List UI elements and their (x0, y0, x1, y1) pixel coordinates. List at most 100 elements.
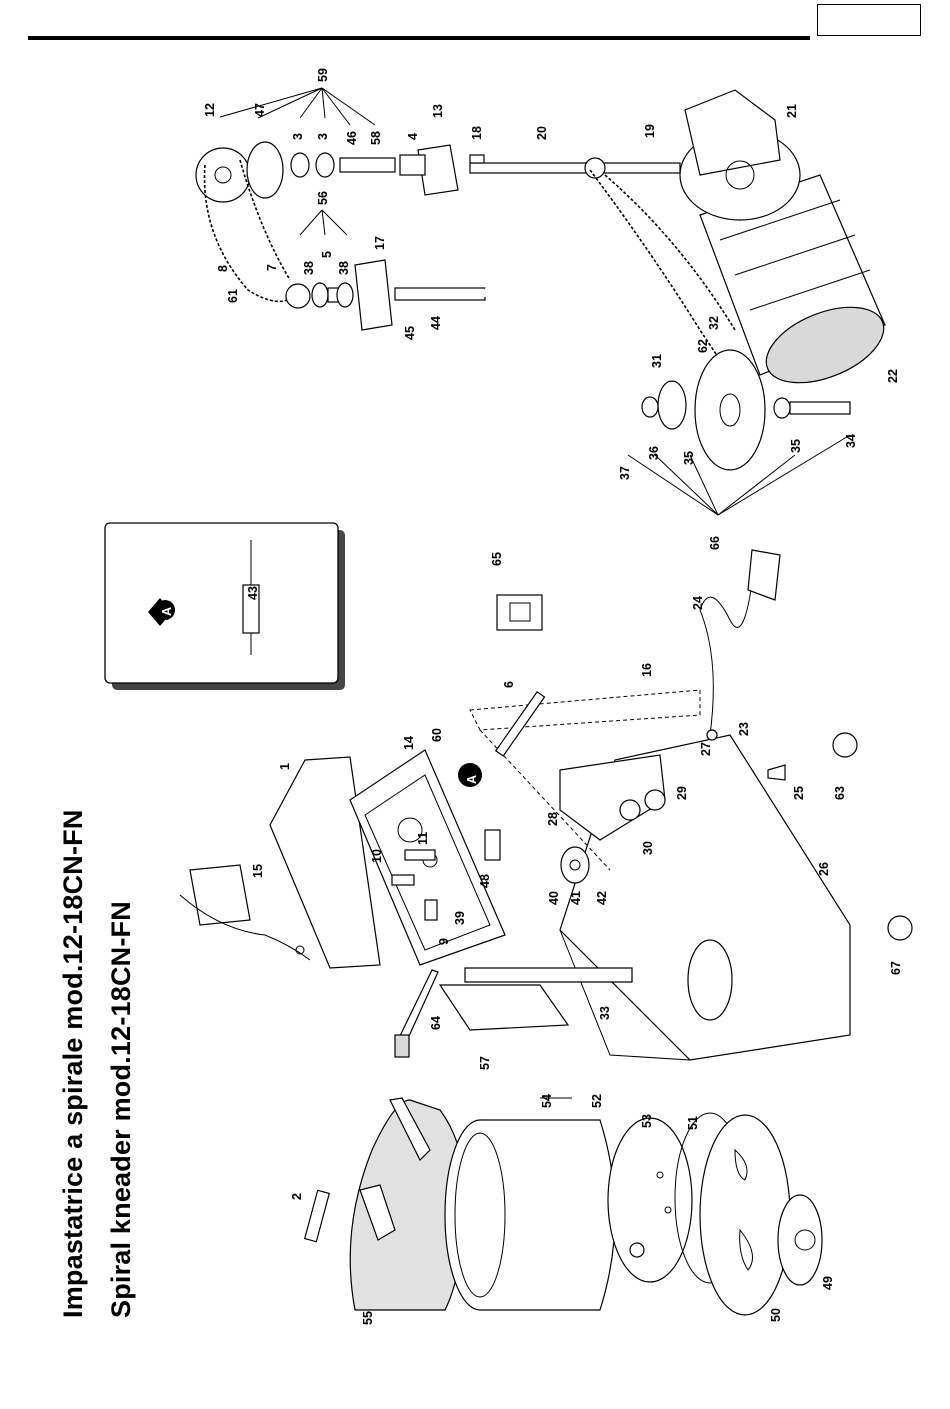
label-4: 4 (406, 133, 420, 140)
part-33-drawing (465, 968, 632, 982)
label-52: 52 (590, 1094, 604, 1108)
part-47-drawing (247, 142, 283, 198)
part-7-drawing (286, 284, 310, 308)
part-17-drawing (355, 260, 392, 330)
label-17: 17 (373, 236, 387, 250)
part-64-drawing (398, 970, 438, 1045)
label-43: 43 (246, 586, 260, 600)
part-37-drawing (642, 397, 658, 417)
part-23-drawing (707, 730, 717, 740)
leader-56-38 (300, 210, 322, 235)
label-67: 67 (889, 961, 903, 975)
inset-box (105, 523, 338, 683)
part-57-drawing (440, 985, 568, 1030)
label-8: 8 (216, 265, 230, 272)
label-53: 53 (640, 1114, 654, 1128)
part-38-bearing (312, 283, 328, 307)
label-12: 12 (203, 103, 217, 117)
part-1-drawing (270, 757, 380, 968)
leader-59-3 (300, 88, 322, 118)
part-64-knob (395, 1035, 409, 1057)
label-30: 30 (641, 841, 655, 855)
part-4-drawing (400, 155, 425, 175)
label-44: 44 (429, 316, 443, 330)
label-21: 21 (785, 104, 799, 118)
label-2: 2 (290, 1193, 304, 1200)
leader-59-12 (220, 88, 322, 117)
inset-a-label: A (160, 607, 174, 616)
part-31-drawing (658, 381, 686, 429)
part-67-drawing (888, 916, 912, 940)
leader-56-5 (322, 210, 325, 235)
part-44-shaft (395, 288, 485, 300)
label-61: 61 (226, 289, 240, 303)
part-53-drawing (608, 1118, 692, 1282)
part-53-hole (630, 1243, 644, 1257)
label-39: 39 (453, 911, 467, 925)
label-62: 62 (696, 339, 710, 353)
label-33: 33 (598, 1006, 612, 1020)
label-63: 63 (833, 786, 847, 800)
label-15: 15 (251, 864, 265, 878)
label-35a: 35 (682, 451, 696, 465)
part-35-gear (695, 350, 765, 470)
label-32: 32 (707, 316, 721, 330)
part-6-drawing (496, 692, 545, 756)
part-20-sprocket (585, 158, 605, 178)
part-24-drawing (700, 560, 755, 735)
part-9-drawing (425, 900, 437, 920)
label-9: 9 (437, 938, 451, 945)
label-31: 31 (650, 354, 664, 368)
part-46-58-shaft (340, 158, 395, 172)
part-12-drawing (196, 148, 250, 202)
label-1: 1 (278, 763, 292, 770)
part-26-hole (688, 940, 732, 1020)
part-40-drawing (561, 847, 589, 883)
label-16: 16 (640, 663, 654, 677)
part-21-drawing (685, 90, 780, 175)
label-14: 14 (402, 736, 416, 750)
label-6: 6 (502, 681, 516, 688)
label-50: 50 (769, 1308, 783, 1322)
inset-detail (105, 523, 345, 690)
label-64: 64 (429, 1016, 443, 1030)
label-26: 26 (817, 862, 831, 876)
leader-59-46 (322, 88, 350, 125)
label-38a: 38 (302, 261, 316, 275)
label-48: 48 (478, 874, 492, 888)
label-5: 5 (320, 251, 334, 258)
label-34: 34 (844, 434, 858, 448)
label-38b: 38 (337, 261, 351, 275)
bowl-assembly (305, 1098, 822, 1315)
part-29-knob-2 (645, 790, 665, 810)
label-22: 22 (886, 369, 900, 383)
label-66: 66 (708, 536, 722, 550)
label-25: 25 (792, 786, 806, 800)
part-2-drawing (305, 1190, 330, 1241)
label-54: 54 (540, 1094, 554, 1108)
part-25-drawing (768, 765, 785, 780)
part-48-drawing (485, 830, 500, 860)
part-35-bearing (774, 398, 790, 418)
part-50-drawing (700, 1115, 790, 1315)
part-24-plug (748, 550, 780, 600)
label-13: 13 (431, 104, 445, 118)
part-15-drawing (190, 865, 250, 925)
leader-56-38b (322, 210, 347, 235)
leader-59-3b (322, 88, 325, 118)
label-60: 60 (430, 728, 444, 742)
part-20-drawing (470, 163, 680, 173)
part-11-drawing (405, 850, 435, 860)
part-3-bearing-2 (316, 153, 334, 177)
part-54-drawing (480, 1120, 615, 1310)
label-28: 28 (546, 812, 560, 826)
label-7: 7 (265, 264, 279, 271)
label-29: 29 (675, 786, 689, 800)
part-16-drawing (470, 690, 700, 730)
label-24: 24 (691, 596, 705, 610)
label-19: 19 (643, 124, 657, 138)
label-56: 56 (316, 191, 330, 205)
label-47: 47 (253, 103, 267, 117)
label-37: 37 (618, 466, 632, 480)
